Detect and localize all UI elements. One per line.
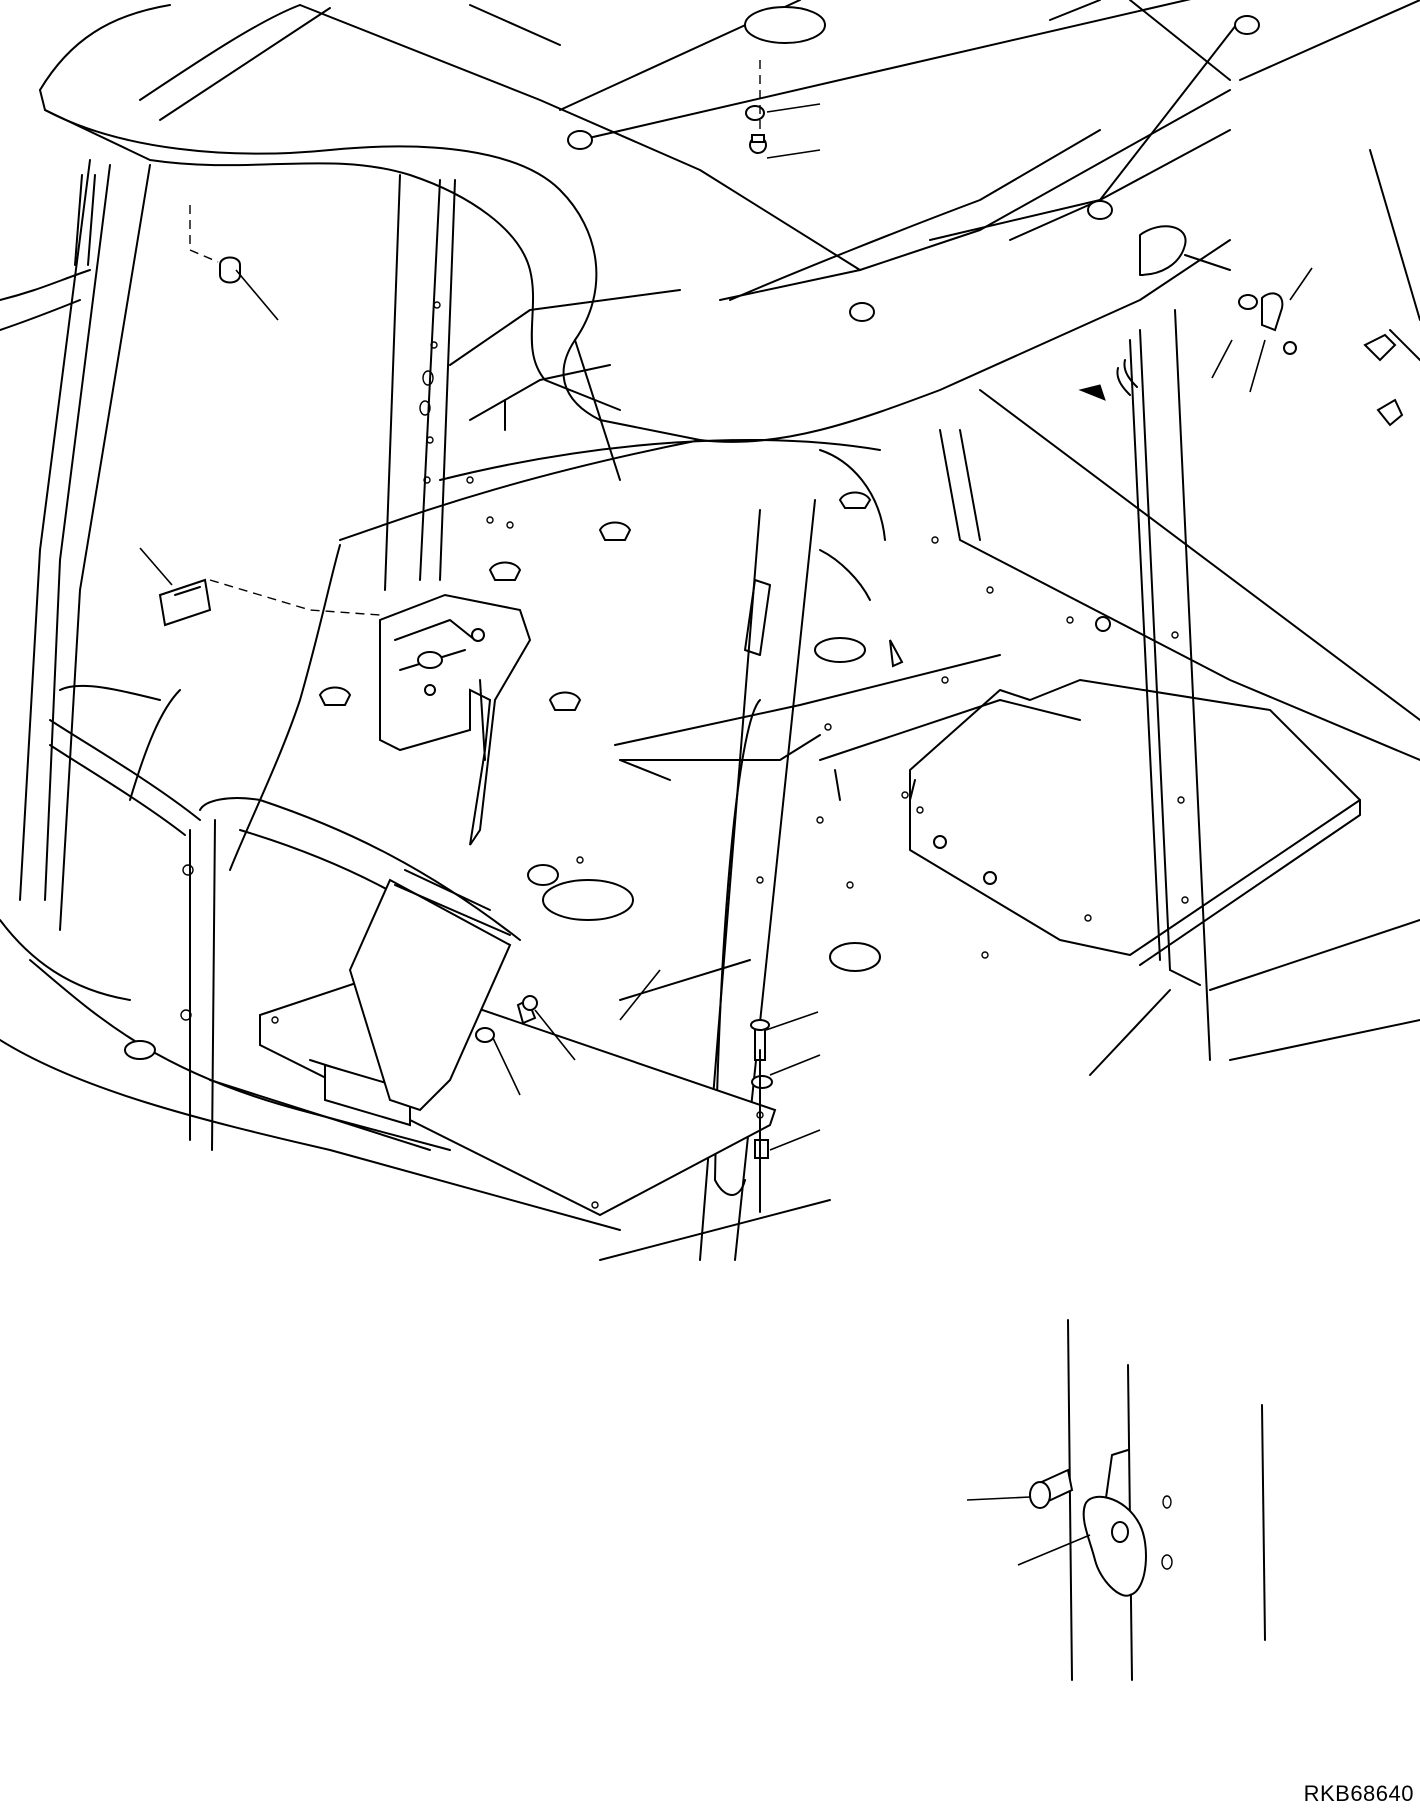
cab-roof-frame [39, 0, 1260, 481]
visor-hardware [1238, 292, 1297, 355]
seat-bracket [379, 593, 532, 846]
cover-plate [259, 869, 777, 1217]
left-front-pillar [0, 159, 151, 1001]
rubber-pad [158, 578, 381, 627]
hook-arrow [1078, 359, 1138, 401]
rear-pillars [384, 174, 456, 591]
left-handrail [49, 684, 521, 1151]
drawing-reference-code: RKB68640 [1303, 1781, 1414, 1806]
roof-fasteners [745, 60, 767, 154]
hook-detail-view [966, 1319, 1266, 1681]
callout-leaders [139, 103, 1313, 1151]
right-rear-pillar [1089, 309, 1420, 1076]
rear-wall-panel [229, 289, 886, 871]
plug [189, 205, 241, 284]
floor-mat [889, 616, 1361, 966]
cab-floor [0, 536, 1092, 1261]
rear-upper-frame [939, 0, 1420, 761]
